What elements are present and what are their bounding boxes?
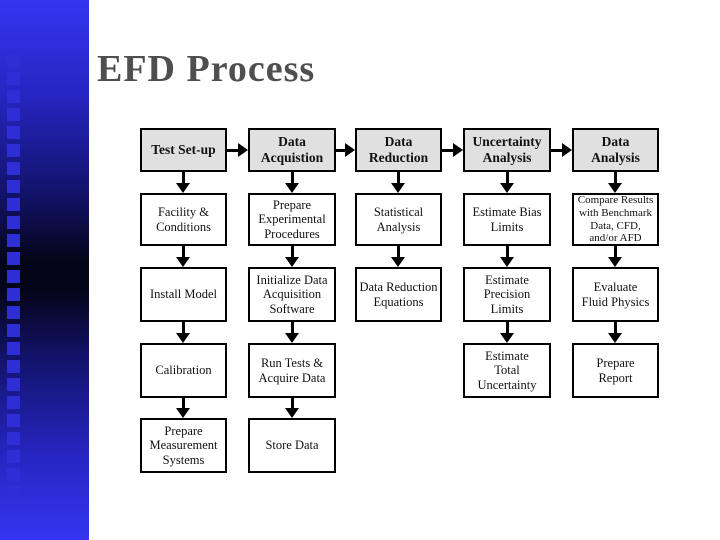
flow-box-install-model: Install Model (140, 267, 227, 322)
arrow-down-icon (176, 398, 190, 418)
sidebar-squares-decoration (7, 54, 20, 504)
flow-box-uncertainty-analysis: Uncertainty Analysis (463, 128, 551, 172)
arrow-down-icon (391, 246, 405, 267)
arrow-down-icon (176, 322, 190, 343)
arrow-right-icon (336, 143, 355, 157)
arrow-down-icon (285, 322, 299, 343)
arrow-down-icon (391, 172, 405, 193)
arrow-down-icon (176, 246, 190, 267)
flow-box-prepare-experimental-procedures: Prepare Experimental Procedures (248, 193, 336, 246)
flow-box-statistical-analysis: Statistical Analysis (355, 193, 442, 246)
flow-box-facility-conditions: Facility & Conditions (140, 193, 227, 246)
flow-box-store-data: Store Data (248, 418, 336, 473)
arrow-down-icon (176, 172, 190, 193)
flow-box-compare-results-benchmark: Compare Results with Benchmark Data, CFD… (572, 193, 659, 246)
arrow-down-icon (608, 322, 622, 343)
flow-box-run-tests-acquire-data: Run Tests & Acquire Data (248, 343, 336, 398)
flow-box-data-reduction-equations: Data Reduction Equations (355, 267, 442, 322)
flow-box-data-reduction: Data Reduction (355, 128, 442, 172)
flow-box-data-analysis: Data Analysis (572, 128, 659, 172)
flow-box-prepare-report: Prepare Report (572, 343, 659, 398)
arrow-down-icon (285, 172, 299, 193)
arrow-down-icon (500, 246, 514, 267)
flow-box-test-set-up: Test Set-up (140, 128, 227, 172)
arrow-right-icon (227, 143, 248, 157)
flow-box-data-acquisition: Data Acquistion (248, 128, 336, 172)
arrow-right-icon (551, 143, 572, 157)
arrow-right-icon (442, 143, 463, 157)
flow-box-estimate-precision-limits: Estimate Precision Limits (463, 267, 551, 322)
page-title: EFD Process (97, 48, 316, 91)
flow-box-estimate-bias-limits: Estimate Bias Limits (463, 193, 551, 246)
flow-box-evaluate-fluid-physics: Evaluate Fluid Physics (572, 267, 659, 322)
flow-box-estimate-total-uncertainty: Estimate Total Uncertainty (463, 343, 551, 398)
arrow-down-icon (500, 172, 514, 193)
arrow-down-icon (285, 398, 299, 418)
arrow-down-icon (608, 172, 622, 193)
arrow-down-icon (285, 246, 299, 267)
arrow-down-icon (500, 322, 514, 343)
flow-box-prepare-measurement-systems: Prepare Measurement Systems (140, 418, 227, 473)
slide-sidebar (0, 0, 89, 540)
flow-box-initialize-data-acquisition-software: Initialize Data Acquisition Software (248, 267, 336, 322)
arrow-down-icon (608, 246, 622, 267)
flow-box-calibration: Calibration (140, 343, 227, 398)
